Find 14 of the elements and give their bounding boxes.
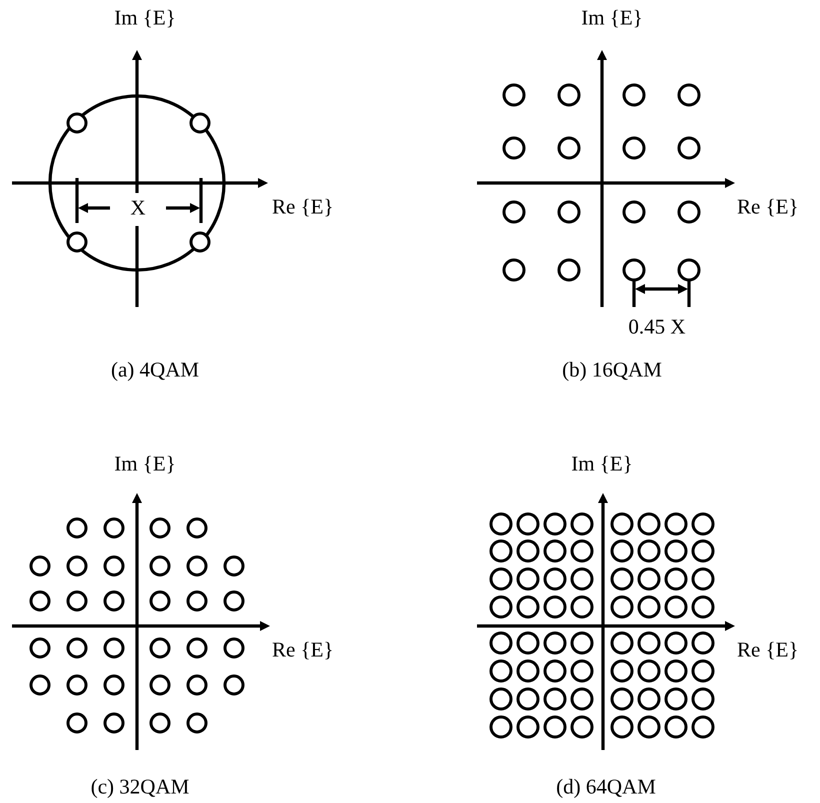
axis-label: Im {E} — [114, 452, 176, 476]
axis-label: Im {E} — [581, 6, 643, 30]
axis-label: Im {E} — [571, 452, 633, 476]
dimension-label: X — [130, 196, 146, 220]
dimension-label: 0.45 X — [628, 315, 686, 339]
panel-caption: (c) 32QAM — [90, 775, 190, 799]
axis-label: Re {E} — [272, 638, 334, 662]
axis-label: Re {E} — [272, 195, 334, 219]
panel-caption: (b) 16QAM — [562, 358, 662, 382]
axis-label: Re {E} — [737, 638, 799, 662]
panel-caption: (d) 64QAM — [556, 775, 656, 799]
axis-label: Re {E} — [737, 195, 799, 219]
panel-caption: (a) 4QAM — [110, 358, 200, 382]
axis-label: Im {E} — [114, 6, 176, 30]
